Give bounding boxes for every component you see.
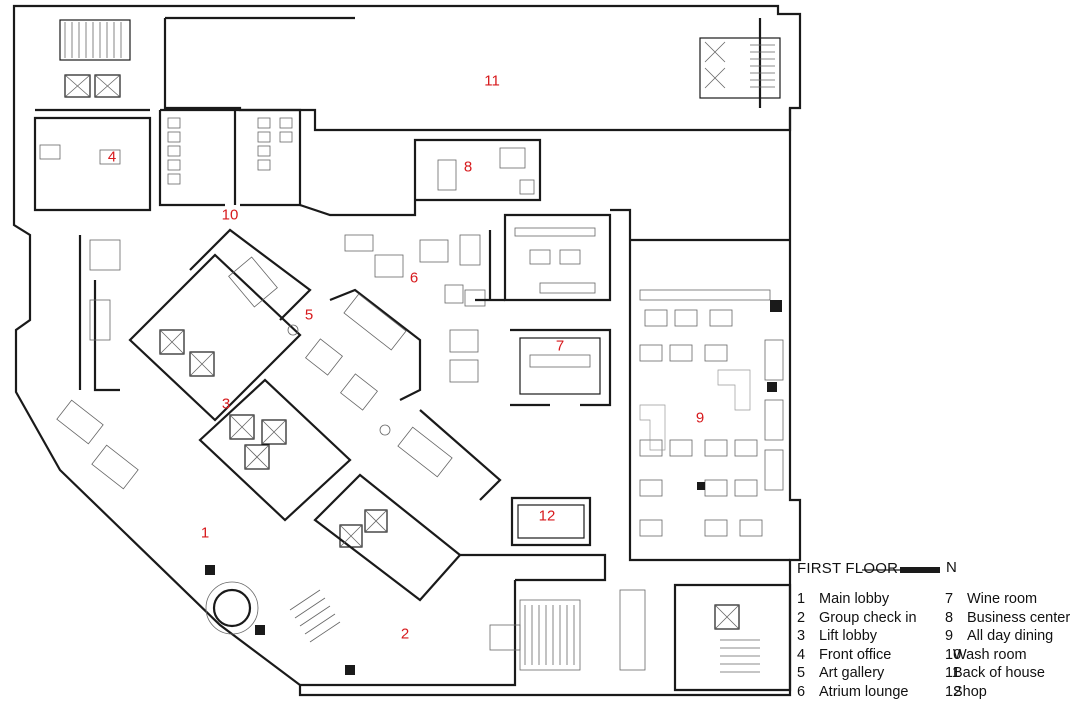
front-office-wall xyxy=(33,108,152,212)
room-label-10: 10 xyxy=(221,206,239,224)
lift-core-lower xyxy=(198,378,352,522)
room-label-1: 1 xyxy=(200,524,210,542)
washroom-wall xyxy=(158,108,302,207)
room-label-9: 9 xyxy=(695,409,705,427)
shop-wall xyxy=(510,496,592,547)
north-label: N xyxy=(946,559,957,576)
room-label-7: 7 xyxy=(555,337,565,355)
north-arrow-bar xyxy=(900,567,940,573)
stair-top-right xyxy=(699,37,781,99)
business-center-wall xyxy=(299,138,542,217)
room-label-4: 4 xyxy=(107,148,117,166)
room-label-6: 6 xyxy=(409,269,419,287)
lift-core-bottom xyxy=(313,473,462,602)
legend-title: FIRST FLOOR xyxy=(797,560,899,577)
rotunda xyxy=(212,588,252,628)
left-corridor-wall xyxy=(78,235,120,392)
lounge-column-wall xyxy=(475,230,505,302)
room-label-2: 2 xyxy=(400,625,410,643)
room-label-3: 3 xyxy=(221,395,231,413)
room-label-11: 11 xyxy=(484,72,500,90)
check-in-wall xyxy=(300,553,607,687)
gallery-wall-b xyxy=(329,288,422,401)
room-label-12: 12 xyxy=(538,507,556,525)
lift-core-bottom-right xyxy=(673,583,792,692)
gallery-wall-c xyxy=(419,409,502,501)
outer-wall xyxy=(12,4,802,697)
bar-area-wall xyxy=(503,213,612,302)
dining-wall xyxy=(610,208,790,562)
lift-top-left-a xyxy=(64,74,91,98)
stair-top-left xyxy=(59,19,131,61)
room-label-5: 5 xyxy=(304,306,314,324)
lift-core-upper xyxy=(128,253,302,422)
back-of-house-wall xyxy=(163,16,792,132)
room-label-8: 8 xyxy=(463,158,473,176)
gallery-wall-a xyxy=(189,228,312,321)
wine-room-wall xyxy=(510,328,612,407)
lift-top-left-b xyxy=(94,74,121,98)
